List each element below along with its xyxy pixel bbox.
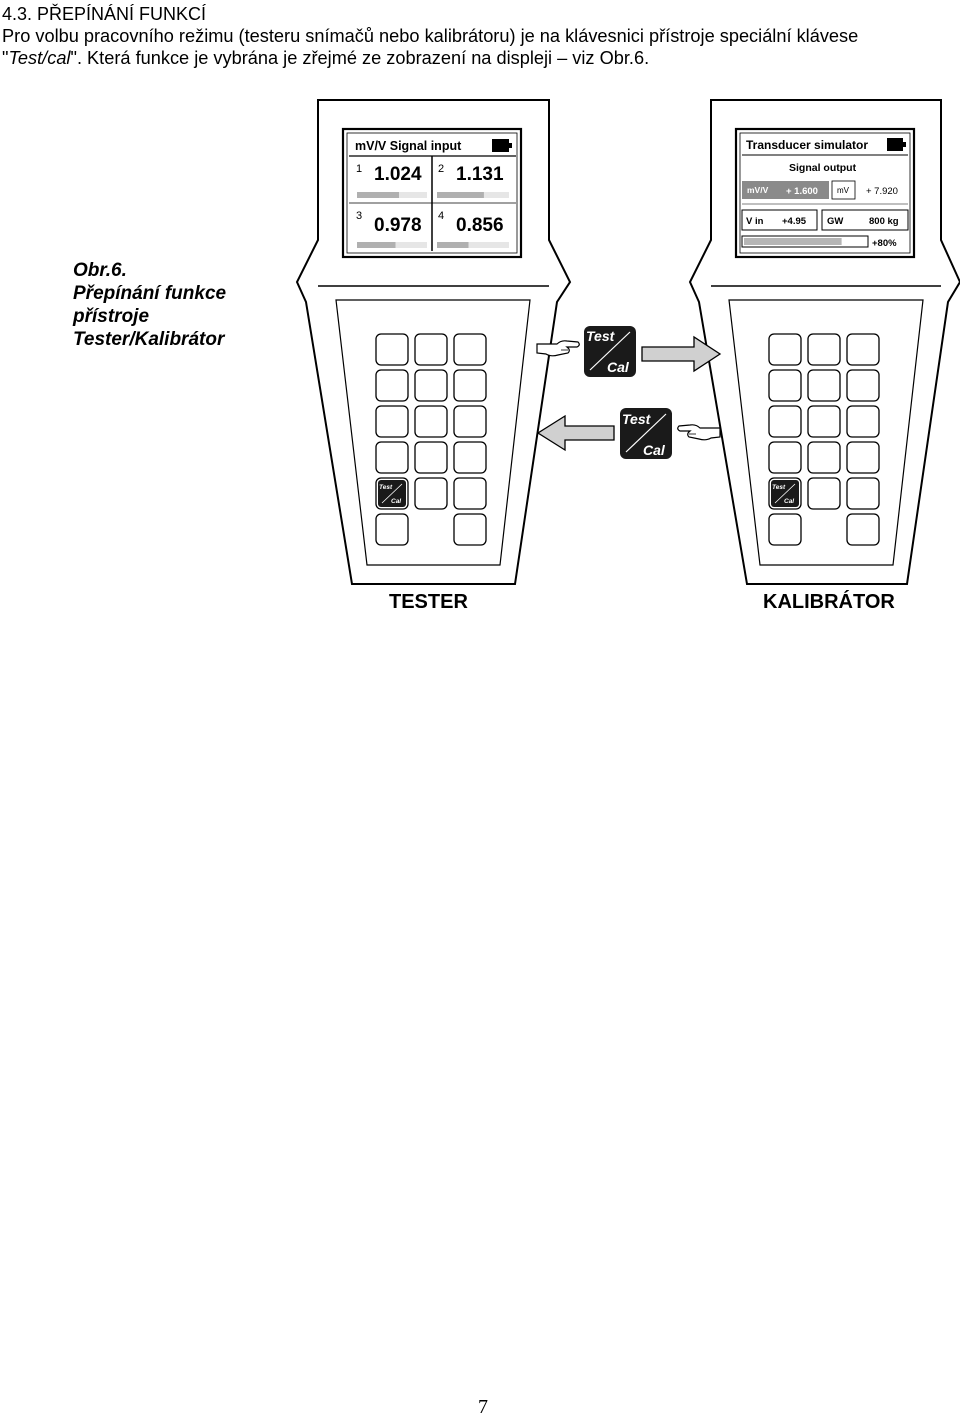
test-cal-key[interactable]: Test Cal (375, 477, 409, 510)
output-value: + 1.600 (786, 186, 818, 197)
tester-level-fill (357, 242, 396, 248)
calibrator-keypad: Test Cal (768, 333, 880, 546)
keypad-key[interactable] (453, 333, 487, 366)
key-name: Test/cal (8, 47, 71, 68)
output-progress-fill (744, 238, 842, 245)
figure-caption: Obr.6. Přepínání funkce přístroje Tester… (73, 259, 226, 351)
switch-to-calibrator: Test Cal (536, 326, 722, 377)
keypad-key[interactable] (807, 369, 841, 402)
tester-level-bar (437, 242, 509, 248)
tester-channel-number: 1 (356, 163, 362, 175)
paragraph-quote-open: " (2, 47, 9, 68)
tester-channel-number: 3 (356, 210, 362, 222)
section-heading: 4.3. PŘEPÍNÁNÍ FUNKCÍ (2, 4, 207, 24)
keypad-key[interactable] (768, 333, 802, 366)
keypad-key[interactable] (375, 513, 409, 546)
tester-level-fill (437, 192, 484, 198)
switch-to-tester: Test Cal (536, 408, 721, 459)
figure-illustration: mV/V Signal input 1 1.024 2 1.131 3 0.97… (295, 99, 960, 585)
gw-label: GW (827, 216, 843, 227)
keypad-key[interactable] (846, 405, 880, 438)
keypad-key[interactable] (414, 333, 448, 366)
paragraph-line-1: Pro volbu pracovního režimu (testeru sní… (2, 26, 859, 46)
keypad-key[interactable] (453, 513, 487, 546)
caption-line-1: Přepínání funkce (73, 283, 227, 304)
keypad-key[interactable] (453, 369, 487, 402)
pointing-hand-icon (536, 340, 580, 357)
calibrator-subtitle: Signal output (789, 162, 857, 174)
test-cal-key-large: Test Cal (584, 326, 636, 377)
caption-line-2: přístroje (73, 306, 150, 327)
tester-channel-value: 0.978 (374, 215, 422, 236)
key-bottom-label: Cal (784, 498, 794, 505)
keypad-key[interactable] (768, 441, 802, 474)
key-top-label: Test (772, 484, 786, 491)
tester-channel-value: 0.856 (456, 215, 504, 236)
calibrator-screen-title: Transducer simulator (746, 138, 868, 152)
output-unit: mV/V (747, 185, 769, 195)
key-bottom-label: Cal (607, 359, 630, 375)
tester-label: TESTER (389, 591, 468, 613)
tester-channel-number: 2 (438, 163, 444, 175)
tester-screen-title: mV/V Signal input (355, 139, 462, 153)
keypad-key[interactable] (375, 333, 409, 366)
key-top-label: Test (586, 328, 616, 344)
progress-percent: +80% (872, 238, 897, 249)
tester-device: mV/V Signal input 1 1.024 2 1.131 3 0.97… (295, 99, 572, 585)
keypad-key[interactable] (768, 369, 802, 402)
pointing-hand-icon (677, 424, 721, 441)
key-bottom-label: Cal (391, 498, 401, 505)
keypad-key[interactable] (414, 405, 448, 438)
keypad-key[interactable] (846, 441, 880, 474)
calibrator-screen: Transducer simulator Signal output mV/V … (734, 127, 916, 259)
keypad-key[interactable] (375, 369, 409, 402)
caption-number: Obr.6. (73, 260, 127, 281)
keypad-key[interactable] (453, 477, 487, 510)
key-bottom-label: Cal (643, 442, 666, 458)
arrow-left-icon (536, 414, 615, 452)
battery-icon (887, 138, 906, 151)
vin-value: +4.95 (782, 216, 807, 227)
tester-channel-value: 1.024 (374, 164, 422, 185)
calibrator-device: Transducer simulator Signal output mV/V … (688, 99, 960, 585)
tester-channel-value: 1.131 (456, 164, 504, 185)
keypad-key[interactable] (807, 441, 841, 474)
keypad-key[interactable] (414, 369, 448, 402)
keypad-key[interactable] (414, 441, 448, 474)
output-unit-2: mV (837, 186, 850, 195)
keypad-key[interactable] (807, 405, 841, 438)
tester-level-fill (357, 192, 399, 198)
vin-label: V in (746, 216, 764, 227)
keypad-key[interactable] (846, 333, 880, 366)
keypad-key[interactable] (846, 477, 880, 510)
keypad-key[interactable] (453, 405, 487, 438)
keypad-key[interactable] (768, 405, 802, 438)
keypad-key[interactable] (414, 477, 448, 510)
calibrator-label: KALIBRÁTOR (763, 591, 895, 613)
paragraph-line-2: ". Která funkce je vybrána je zřejmé ze … (70, 47, 650, 68)
key-top-label: Test (379, 484, 393, 491)
keypad-key[interactable] (846, 369, 880, 402)
caption-line-3: Tester/Kalibrátor (73, 329, 225, 350)
tester-screen: mV/V Signal input 1 1.024 2 1.131 3 0.97… (341, 127, 523, 259)
tester-level-fill (437, 242, 469, 248)
test-cal-key[interactable]: Test Cal (768, 477, 802, 510)
output-value-2: + 7.920 (866, 186, 898, 197)
battery-icon (492, 139, 512, 152)
arrow-right-icon (641, 335, 722, 373)
keypad-key[interactable] (846, 513, 880, 546)
keypad-key[interactable] (807, 333, 841, 366)
test-cal-key-large: Test Cal (620, 408, 672, 459)
keypad-key[interactable] (453, 441, 487, 474)
key-top-label: Test (622, 411, 652, 427)
keypad-key[interactable] (375, 405, 409, 438)
tester-channel-number: 4 (438, 210, 444, 222)
gw-value: 800 kg (869, 216, 899, 227)
page-number: 7 (478, 1396, 488, 1418)
keypad-key[interactable] (768, 513, 802, 546)
keypad-key[interactable] (375, 441, 409, 474)
tester-keypad: Test Cal (375, 333, 487, 546)
intro-paragraph: Pro volbu pracovního režimu (testeru sní… (2, 26, 957, 69)
keypad-key[interactable] (807, 477, 841, 510)
